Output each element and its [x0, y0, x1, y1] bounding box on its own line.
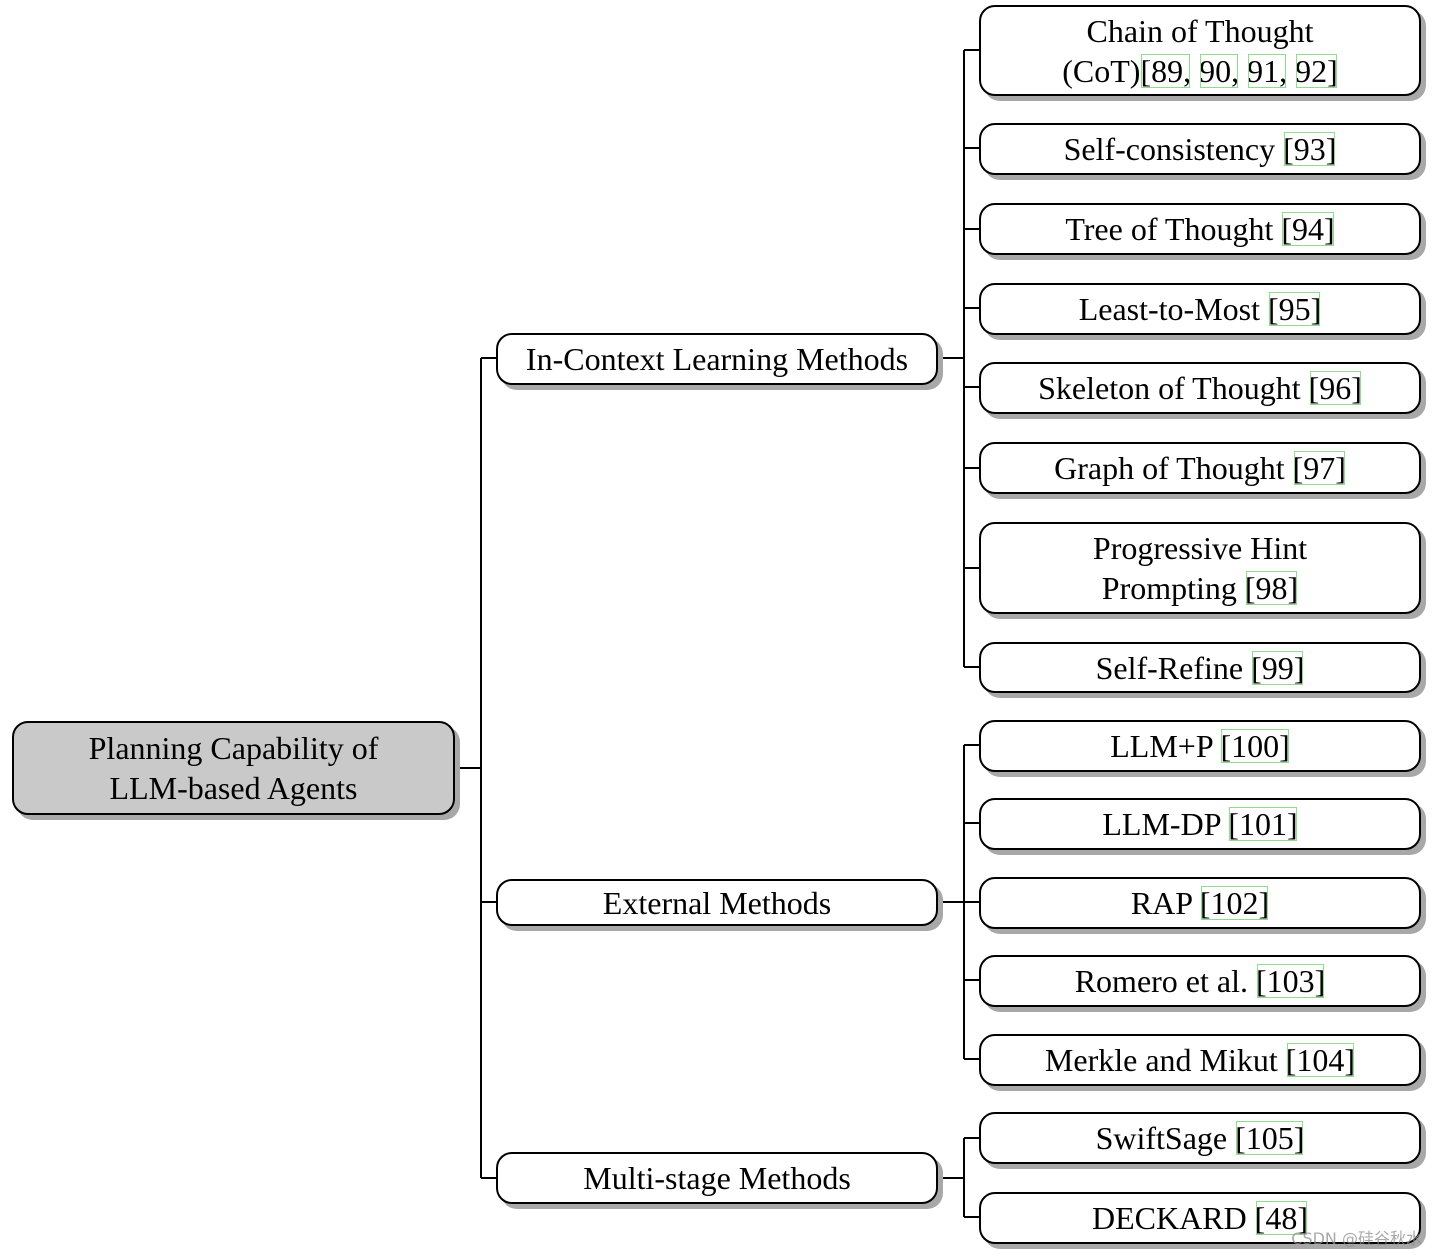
leaf-self-consistency: Self-consistency [93]	[979, 123, 1421, 175]
leaf-php-line2: Prompting	[1101, 570, 1237, 606]
citation-94[interactable]: [94]	[1281, 211, 1335, 247]
leaf-least-to-most: Least-to-Most [95]	[979, 283, 1421, 335]
citation-91[interactable]: 91,	[1247, 52, 1288, 89]
category-external: External Methods	[496, 879, 938, 926]
leaf-self-refine: Self-Refine [99]	[979, 642, 1421, 693]
citation-103[interactable]: [103]	[1255, 963, 1326, 999]
leaf-llm-p-label: LLM+P	[1110, 728, 1213, 764]
citation-99[interactable]: [99]	[1251, 649, 1305, 686]
citation-104[interactable]: [104]	[1285, 1042, 1356, 1078]
leaf-skeleton-of-thought-label: Skeleton of Thought	[1038, 370, 1301, 406]
citation-95[interactable]: [95]	[1267, 291, 1322, 327]
citation-93[interactable]: [93]	[1283, 131, 1337, 167]
category-in-context-label: In-Context Learning Methods	[525, 341, 909, 377]
leaf-cot-line2: (CoT)[89, 90, 91, 92]	[1062, 51, 1338, 91]
citation-98[interactable]: [98]	[1244, 570, 1299, 606]
citation-90[interactable]: 90,	[1199, 52, 1240, 89]
root-node: Planning Capability of LLM-based Agents	[12, 721, 455, 815]
leaf-cot-abbrev: (CoT)	[1062, 52, 1141, 89]
leaf-llm-dp-label: LLM-DP	[1102, 806, 1221, 842]
leaf-rap-label: RAP	[1130, 885, 1192, 921]
leaf-graph-of-thought-label: Graph of Thought	[1054, 450, 1285, 486]
leaf-merkle-mikut-label: Merkle and Mikut	[1044, 1042, 1278, 1078]
leaf-self-consistency-label: Self-consistency	[1063, 131, 1276, 167]
leaf-llm-dp: LLM-DP [101]	[979, 798, 1421, 850]
citation-89[interactable]: [89,	[1140, 52, 1192, 89]
leaf-least-to-most-label: Least-to-Most	[1078, 291, 1260, 327]
leaf-rap: RAP [102]	[979, 877, 1421, 929]
leaf-romero: Romero et al. [103]	[979, 955, 1421, 1007]
category-multi-stage: Multi-stage Methods	[496, 1152, 938, 1204]
leaf-deckard-label: DECKARD	[1092, 1200, 1247, 1236]
leaf-merkle-mikut: Merkle and Mikut [104]	[979, 1034, 1421, 1086]
citation-105[interactable]: [105]	[1235, 1120, 1305, 1156]
leaf-php-line1: Progressive Hint	[1092, 530, 1308, 566]
leaf-self-refine-label: Self-Refine	[1095, 649, 1244, 686]
citation-101[interactable]: [101]	[1228, 806, 1298, 842]
citation-96[interactable]: [96]	[1308, 370, 1362, 406]
leaf-cot: Chain of Thought (CoT)[89, 90, 91, 92]	[979, 5, 1421, 96]
root-label-line2: LLM-based Agents	[109, 770, 358, 806]
leaf-cot-line1: Chain of Thought	[1086, 12, 1314, 49]
citation-97[interactable]: [97]	[1292, 450, 1346, 486]
leaf-swiftsage-label: SwiftSage	[1095, 1120, 1228, 1156]
leaf-graph-of-thought: Graph of Thought [97]	[979, 442, 1421, 494]
leaf-romero-label: Romero et al.	[1074, 963, 1248, 999]
category-in-context: In-Context Learning Methods	[496, 333, 938, 385]
leaf-skeleton-of-thought: Skeleton of Thought [96]	[979, 362, 1421, 414]
watermark: CSDN @硅谷秋水	[1291, 1229, 1422, 1248]
category-external-label: External Methods	[602, 884, 832, 921]
root-label-line1: Planning Capability of	[88, 730, 379, 766]
leaf-progressive-hint-prompting: Progressive Hint Prompting [98]	[979, 522, 1421, 614]
citation-102[interactable]: [102]	[1199, 885, 1270, 921]
leaf-tree-of-thought: Tree of Thought [94]	[979, 203, 1421, 255]
citation-92[interactable]: 92]	[1295, 52, 1338, 89]
leaf-swiftsage: SwiftSage [105]	[979, 1112, 1421, 1164]
citation-100[interactable]: [100]	[1220, 728, 1290, 764]
category-multi-stage-label: Multi-stage Methods	[583, 1160, 851, 1196]
leaf-tree-of-thought-label: Tree of Thought	[1065, 211, 1274, 247]
leaf-llm-p: LLM+P [100]	[979, 720, 1421, 772]
citation-48[interactable]: [48]	[1254, 1200, 1308, 1236]
leaf-deckard: DECKARD [48]	[979, 1192, 1421, 1244]
